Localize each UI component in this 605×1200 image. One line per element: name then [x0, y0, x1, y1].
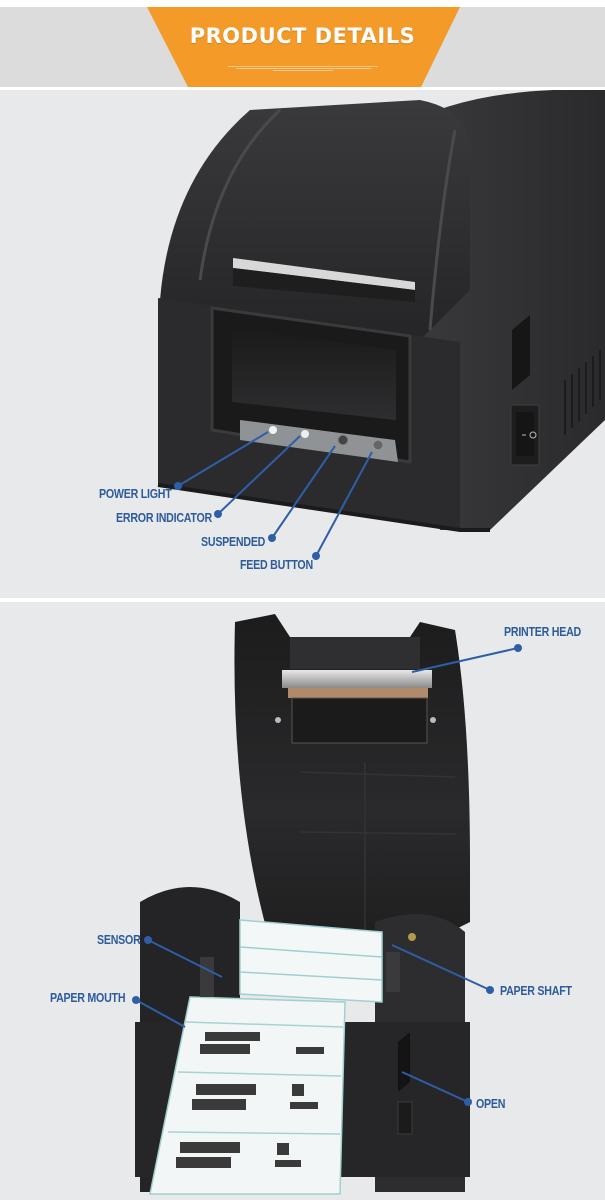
callout-paper-mouth: PAPER MOUTH [50, 990, 126, 1005]
banner-trapezoid [147, 7, 460, 87]
banner-subtitle-decoration [228, 66, 378, 71]
callout-power-light: POWER LIGHT [99, 486, 172, 501]
callout-sensor: SENSOR [97, 932, 141, 947]
barcode-graphics [176, 1032, 324, 1168]
product-image-open: PRINTER HEAD SENSOR PAPER MOUTH PAPER SH… [0, 602, 605, 1200]
callout-suspended: SUSPENDED [201, 534, 266, 549]
printer-front-illustration [157, 90, 605, 560]
callout-paper-shaft: PAPER SHAFT [500, 983, 572, 998]
header-banner: PRODUCT DETAILS [0, 7, 605, 87]
callout-error-indicator: ERROR INDICATOR [116, 510, 213, 525]
callout-feed-button: FEED BUTTON [240, 557, 313, 572]
banner-title: PRODUCT DETAILS [189, 24, 416, 48]
callout-open: OPEN [476, 1096, 506, 1111]
callout-printer-head: PRINTER HEAD [504, 624, 582, 639]
product-image-front: POWER LIGHT ERROR INDICATOR SUSPENDED FE… [0, 90, 605, 598]
printer-open-illustration [132, 614, 522, 1195]
